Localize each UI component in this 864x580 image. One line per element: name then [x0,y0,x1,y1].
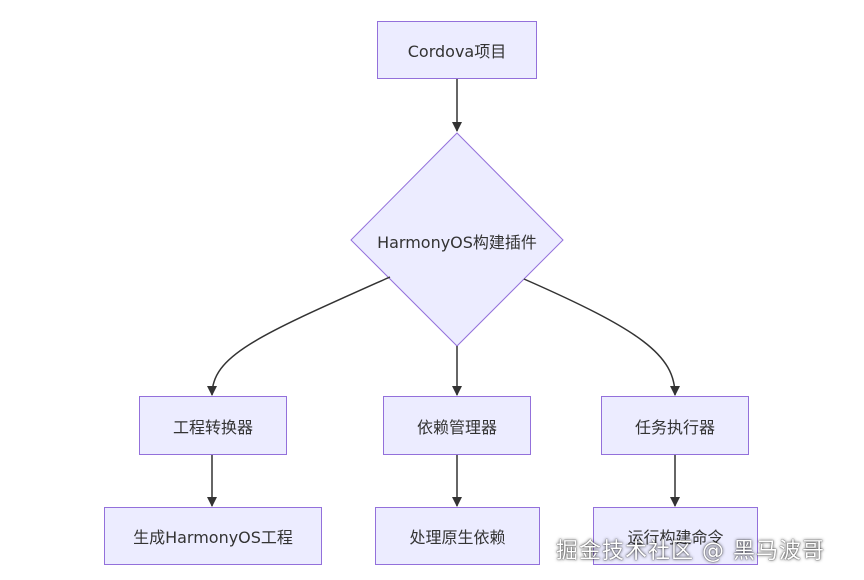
node-project-converter: 工程转换器 [139,396,287,455]
edge-plugin-to-executor [523,278,680,396]
node-label: 依赖管理器 [416,417,497,437]
node-dependency-manager: 依赖管理器 [383,396,531,455]
watermark-text: 掘金技术社区 @ 黑马波哥 [556,539,825,564]
node-label: 运行构建命令 [627,528,724,547]
node-label: Cordova项目 [407,42,507,61]
node-task-executor: 任务执行器 [601,396,749,455]
node-label: 任务执行器 [634,417,715,437]
edge-plugin-to-converter [207,276,391,396]
node-cordova-project: Cordova项目 [377,21,537,79]
node-label: 生成HarmonyOS工程 [133,528,293,547]
node-generate-project: 生成HarmonyOS工程 [104,507,322,565]
node-run-build: 运行构建命令 [593,507,758,565]
node-label: HarmonyOS构建插件 [377,233,537,252]
node-label: 处理原生依赖 [409,528,506,547]
node-build-plugin-label: HarmonyOS构建插件 [351,228,563,254]
node-native-deps: 处理原生依赖 [375,507,540,565]
node-label: 工程转换器 [172,417,253,437]
